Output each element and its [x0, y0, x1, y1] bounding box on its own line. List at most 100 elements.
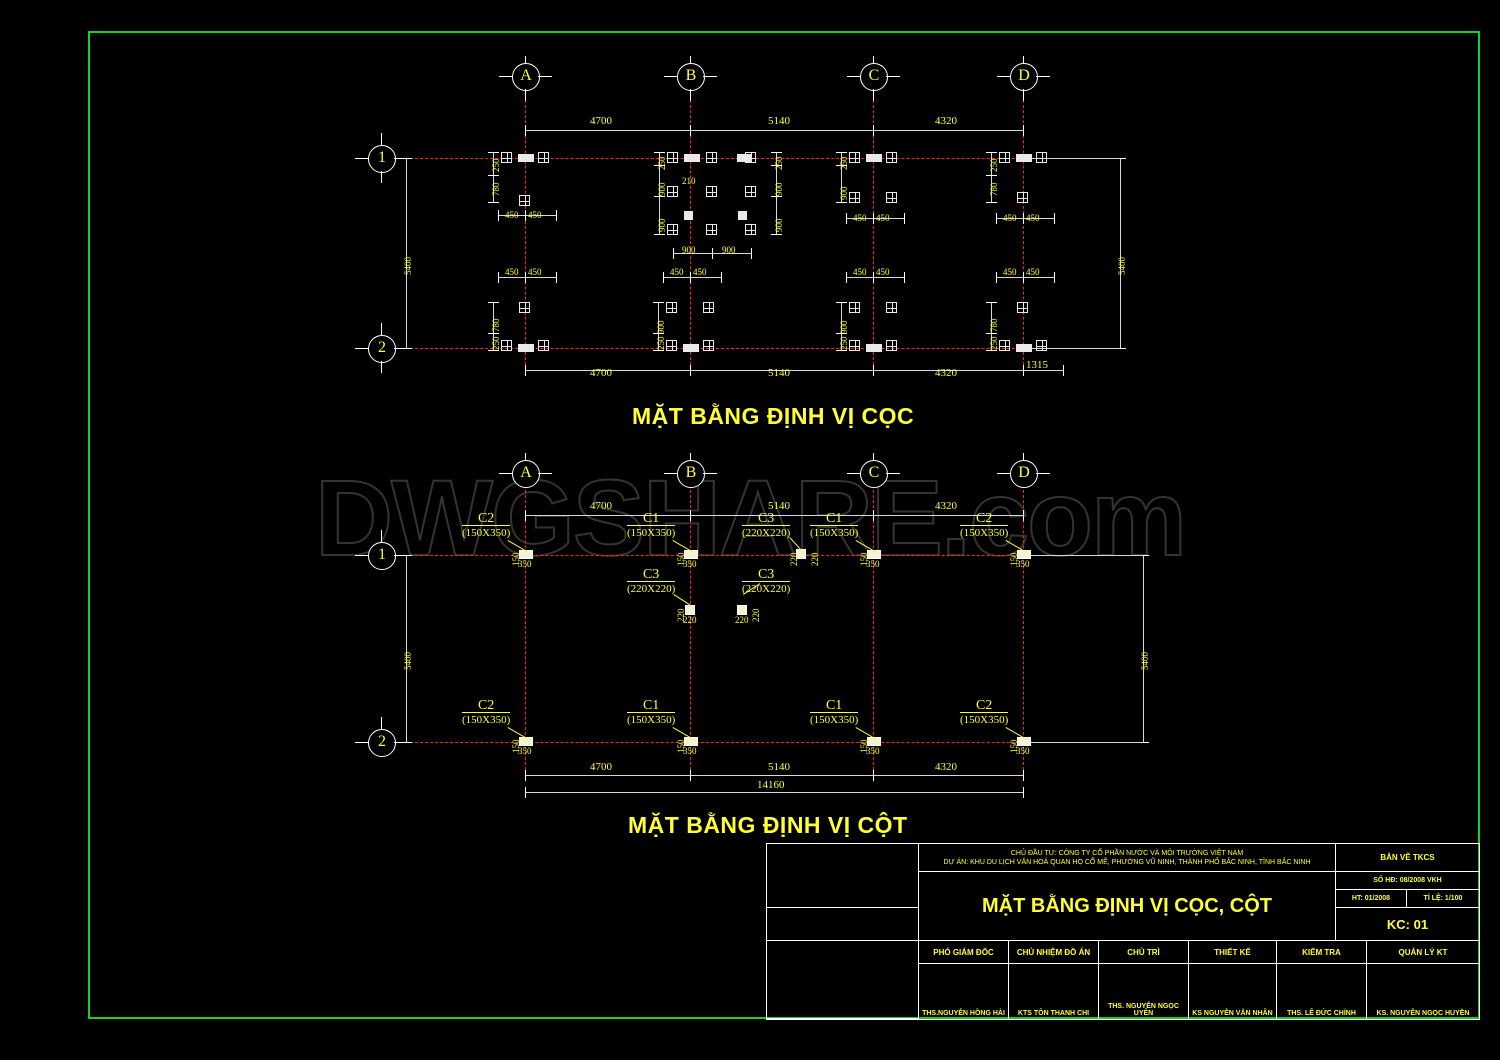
- bubble-tick: [703, 472, 717, 474]
- column-name: C1: [642, 511, 660, 526]
- bubble-tick: [689, 89, 691, 101]
- dim-tick: [1054, 213, 1055, 224]
- dim-label: 4700: [590, 761, 612, 773]
- dim-tick: [690, 365, 691, 376]
- tb-name-4: THS. LÊ ĐỨC CHÍNH: [1277, 964, 1367, 1019]
- gridline-2-piles: [400, 348, 1100, 349]
- dim-label: 450: [505, 210, 519, 220]
- dim-tick: [846, 272, 847, 283]
- grid-bubble-2-cols: 2: [368, 729, 396, 757]
- tb-name-1: KTS TÔN THANH CHI: [1009, 964, 1099, 1019]
- pile-cap: [518, 344, 534, 352]
- dim-tick: [996, 213, 997, 224]
- bubble-tick: [997, 75, 1011, 77]
- dim-tick: [653, 350, 664, 351]
- dim-tick: [873, 365, 874, 376]
- bubble-tick: [380, 361, 382, 373]
- dim: [776, 152, 777, 234]
- dim-tick: [873, 125, 874, 136]
- dim-label: 450: [853, 213, 867, 223]
- dim-label: 250: [491, 336, 501, 351]
- pile-cap: [866, 344, 882, 352]
- dim-label: 250: [656, 336, 666, 351]
- dim-label: 350: [866, 746, 880, 756]
- dim-label: 780: [491, 182, 501, 197]
- dim-tick: [525, 787, 526, 798]
- dim: [991, 302, 992, 350]
- dim-tick: [663, 272, 664, 283]
- dim: [498, 215, 556, 216]
- pile: [703, 340, 714, 351]
- grid-bubble-A-cols: A: [512, 460, 540, 488]
- dim-tick: [690, 770, 691, 781]
- dim-tick: [986, 202, 997, 203]
- dim-label: 220: [683, 615, 697, 625]
- pile: [999, 340, 1010, 351]
- pile: [849, 152, 860, 163]
- column-name: C2: [975, 511, 993, 526]
- dim-tick: [1023, 125, 1024, 136]
- dim-tick: [1063, 365, 1064, 376]
- dim-label: 350: [1016, 559, 1030, 569]
- tb-name-3: KS NGUYỄN VĂN NHÂN: [1189, 964, 1277, 1019]
- title-block: CHỦ ĐẦU TƯ: CÔNG TY CỔ PHẦN NƯỚC VÀ MÔI …: [766, 843, 1480, 1020]
- dim-tick: [1138, 555, 1149, 556]
- gridline-C-cols: [873, 485, 874, 770]
- dim: [991, 152, 992, 202]
- dim-label: 450: [1026, 213, 1040, 223]
- pile: [886, 152, 897, 163]
- col-right-vdimline: [1143, 555, 1144, 742]
- dim-tick: [488, 302, 499, 303]
- dim-tick: [846, 213, 847, 224]
- bubble-tick: [1022, 89, 1024, 101]
- dim-tick: [996, 272, 997, 283]
- bubble-tick: [703, 75, 717, 77]
- dim-tick: [488, 152, 499, 153]
- dim-label: 780: [989, 182, 999, 197]
- column-plan-title: MẶT BẰNG ĐỊNH VỊ CỘT: [628, 812, 908, 838]
- dim-tick: [556, 210, 557, 221]
- dim-label: 900: [839, 320, 849, 335]
- dim-label: 450: [853, 267, 867, 277]
- dim-label: 4320: [935, 115, 957, 127]
- bubble-tick: [524, 89, 526, 101]
- column-name: C1: [825, 698, 843, 713]
- column-size: (150X350): [627, 525, 676, 539]
- dim-tick: [525, 770, 526, 781]
- dim-label: 900: [656, 320, 666, 335]
- column-name: C3: [757, 567, 775, 582]
- dim-ext: [1023, 348, 1120, 349]
- column-size: (220X220): [742, 525, 791, 539]
- pile-right-vdimline: [1120, 158, 1121, 348]
- dim-label: 450: [1003, 213, 1017, 223]
- dim-tick: [1054, 272, 1055, 283]
- dim-label: 250: [491, 158, 501, 173]
- dim-tick: [401, 348, 412, 349]
- grid-bubble-B-cols: B: [677, 460, 705, 488]
- dim-label: 250: [839, 156, 849, 171]
- bubble-tick: [499, 472, 513, 474]
- dim-label: 350: [683, 746, 697, 756]
- bubble-tick: [355, 741, 368, 743]
- dim-label: 4700: [590, 500, 612, 512]
- pile-plan-title: MẶT BẰNG ĐỊNH VỊ CỌC: [632, 403, 915, 429]
- col-top-dimline: [525, 515, 1023, 516]
- dim: [663, 277, 721, 278]
- dim-tick: [525, 365, 526, 376]
- column-label-B2: C1 (150X350): [627, 699, 676, 727]
- watermark: DWGSHARE.com: [314, 456, 1188, 579]
- pile-top-dimline: [525, 130, 1023, 131]
- gridline-B-cols: [690, 485, 691, 770]
- grid-bubble-2-piles: 2: [368, 335, 396, 363]
- pile: [745, 186, 756, 197]
- column-A1: [519, 550, 533, 559]
- tb-project-line: DỰ ÁN: KHU DU LỊCH VĂN HOÁ QUAN HỌ CỔ MỄ…: [943, 858, 1311, 866]
- pile-cap: [738, 211, 747, 220]
- bubble-tick: [380, 530, 382, 542]
- dim-tick: [654, 196, 665, 197]
- dim: [846, 277, 904, 278]
- column-label-D2: C2 (150X350): [960, 699, 1009, 727]
- dim-tick: [401, 158, 412, 159]
- pile: [501, 152, 512, 163]
- dim-tick: [673, 248, 674, 259]
